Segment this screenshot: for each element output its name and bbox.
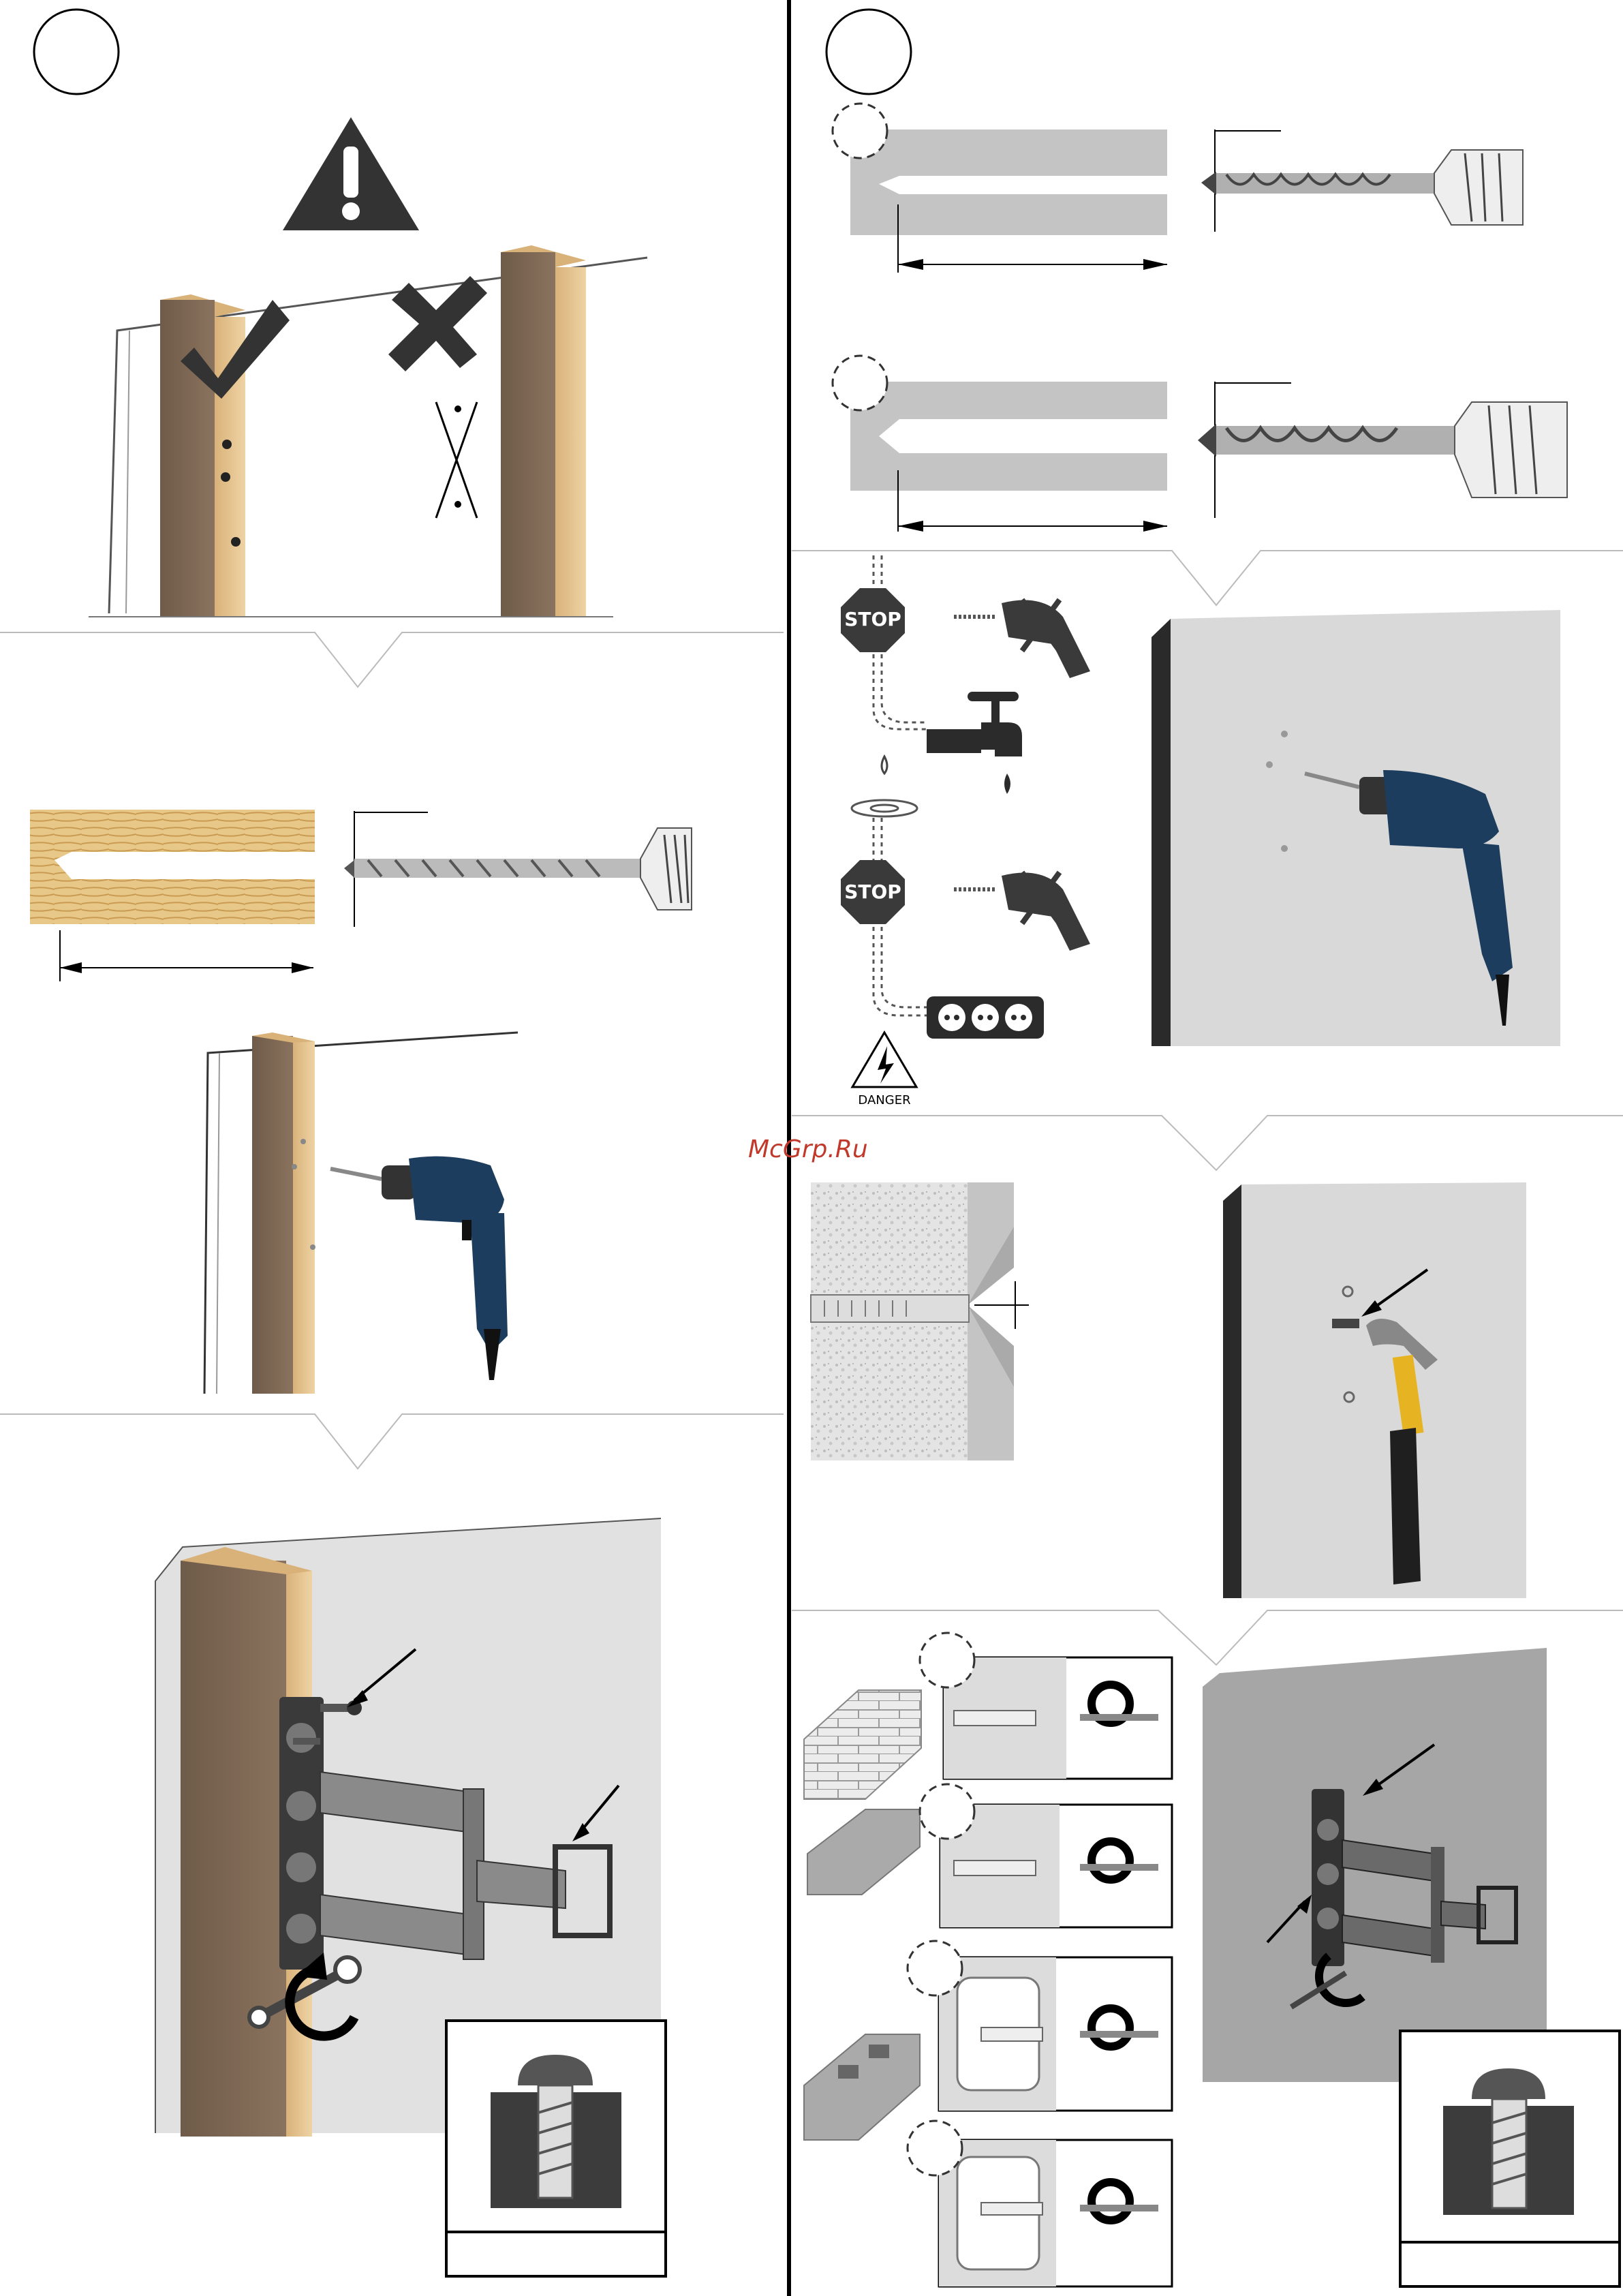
anchor-panel-4	[908, 2121, 1172, 2286]
power-outlet-icon	[927, 996, 1044, 1039]
no-hole-icon	[436, 402, 477, 518]
concrete-wall-drilling	[1151, 610, 1560, 1046]
right-step-2-hidden-utilities: STOP STOP	[841, 555, 1560, 1107]
step-number-circle	[826, 10, 911, 94]
hollow-block-icon	[804, 2034, 920, 2140]
water-pipe-icon	[927, 692, 1022, 794]
left-step-1	[34, 10, 647, 617]
wood-stud-right	[501, 245, 586, 617]
stop-label: STOP	[844, 608, 901, 630]
watermark: McGrp.Ru	[748, 1135, 868, 1163]
wood-drill-bit-icon	[344, 811, 692, 927]
step-number-circle	[34, 10, 119, 94]
masonry-hole-large	[833, 356, 1167, 532]
screw-detail-icon-2	[1400, 2031, 1620, 2286]
masonry-drill-bit-small-icon	[1201, 129, 1523, 232]
stop-sign-1: STOP	[841, 588, 905, 652]
hammer-drill-icon	[330, 1157, 508, 1380]
left-step-2-drilling	[204, 1032, 518, 1394]
no-drill-icon	[954, 600, 1090, 678]
stop-sign-2: STOP	[841, 860, 905, 924]
danger-label: DANGER	[858, 1093, 910, 1107]
right-step-1	[826, 10, 1567, 532]
concrete-block-icon	[807, 1809, 920, 1895]
danger-electric-icon: DANGER	[852, 1032, 916, 1107]
stop-label: STOP	[844, 881, 901, 903]
anchor-panel-1	[920, 1633, 1172, 1779]
cross-icon	[388, 276, 487, 371]
mounted-bracket-wall	[1203, 1648, 1547, 2082]
anchor-panel-2	[920, 1784, 1172, 1927]
warning-triangle-icon	[283, 117, 419, 230]
right-step-4-wall-types	[804, 1633, 1620, 2286]
masonry-drill-bit-large-icon	[1198, 382, 1567, 518]
screw-detail-icon	[446, 2021, 666, 2276]
left-step-2-wood-bit	[30, 810, 692, 981]
hammer-anchor-wall	[1223, 1182, 1526, 1598]
masonry-hole-small	[833, 104, 1167, 273]
anchor-panel-3	[908, 1941, 1172, 2111]
left-step-3-mounting	[155, 1518, 666, 2276]
brick-wall-icon	[804, 1690, 921, 1799]
wood-stud-correct	[160, 294, 245, 617]
right-step-3-anchor	[811, 1182, 1526, 1598]
wall-anchor-icon	[811, 1295, 969, 1322]
no-drill-icon-2	[954, 872, 1090, 951]
